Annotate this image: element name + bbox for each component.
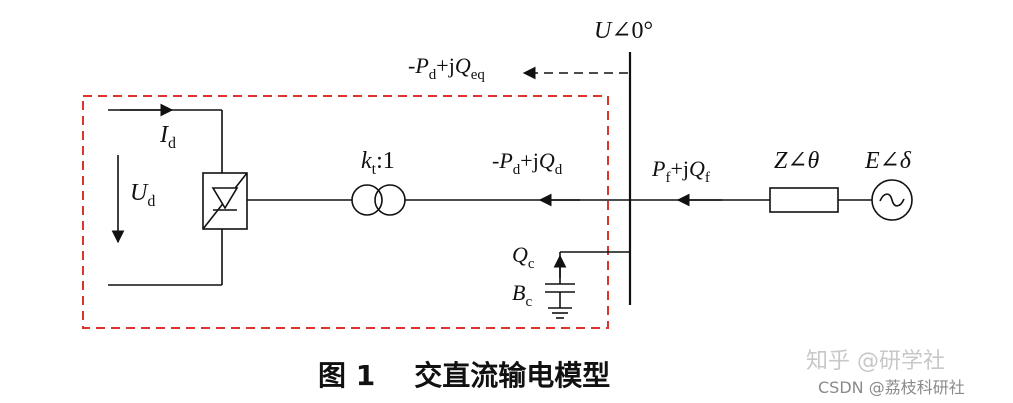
converter-boundary (82, 95, 609, 329)
compensation-branch (545, 251, 630, 308)
compensation-b-label: Bc (512, 280, 532, 310)
transformer-icon (351, 184, 406, 216)
impedance-box (769, 187, 839, 213)
ground-icon (548, 307, 572, 319)
converter-valve-icon (202, 172, 248, 230)
impedance-label: Z∠θ (774, 148, 819, 174)
dashed-power-label: -Pd+jQeq (408, 53, 485, 83)
dc-voltage-label: Ud (130, 180, 155, 210)
current-label: Id (159, 122, 176, 152)
figure-caption: 图 1 交直流输电模型 (318, 359, 610, 392)
ac-power-label: -Pd+jQd (492, 148, 563, 178)
compensation-q-label: Qc (512, 242, 535, 272)
watermark-csdn: CSDN @荔枝科研社 (818, 378, 965, 397)
transformer-label: kt:1 (361, 148, 395, 178)
watermark-zhihu: 知乎 @研学社 (806, 349, 945, 374)
filter-power-label: Pf+jQf (651, 156, 710, 186)
bus-voltage-label: U∠0° (594, 18, 653, 44)
source-label: E∠δ (864, 148, 912, 174)
ac-source-icon (871, 179, 913, 221)
